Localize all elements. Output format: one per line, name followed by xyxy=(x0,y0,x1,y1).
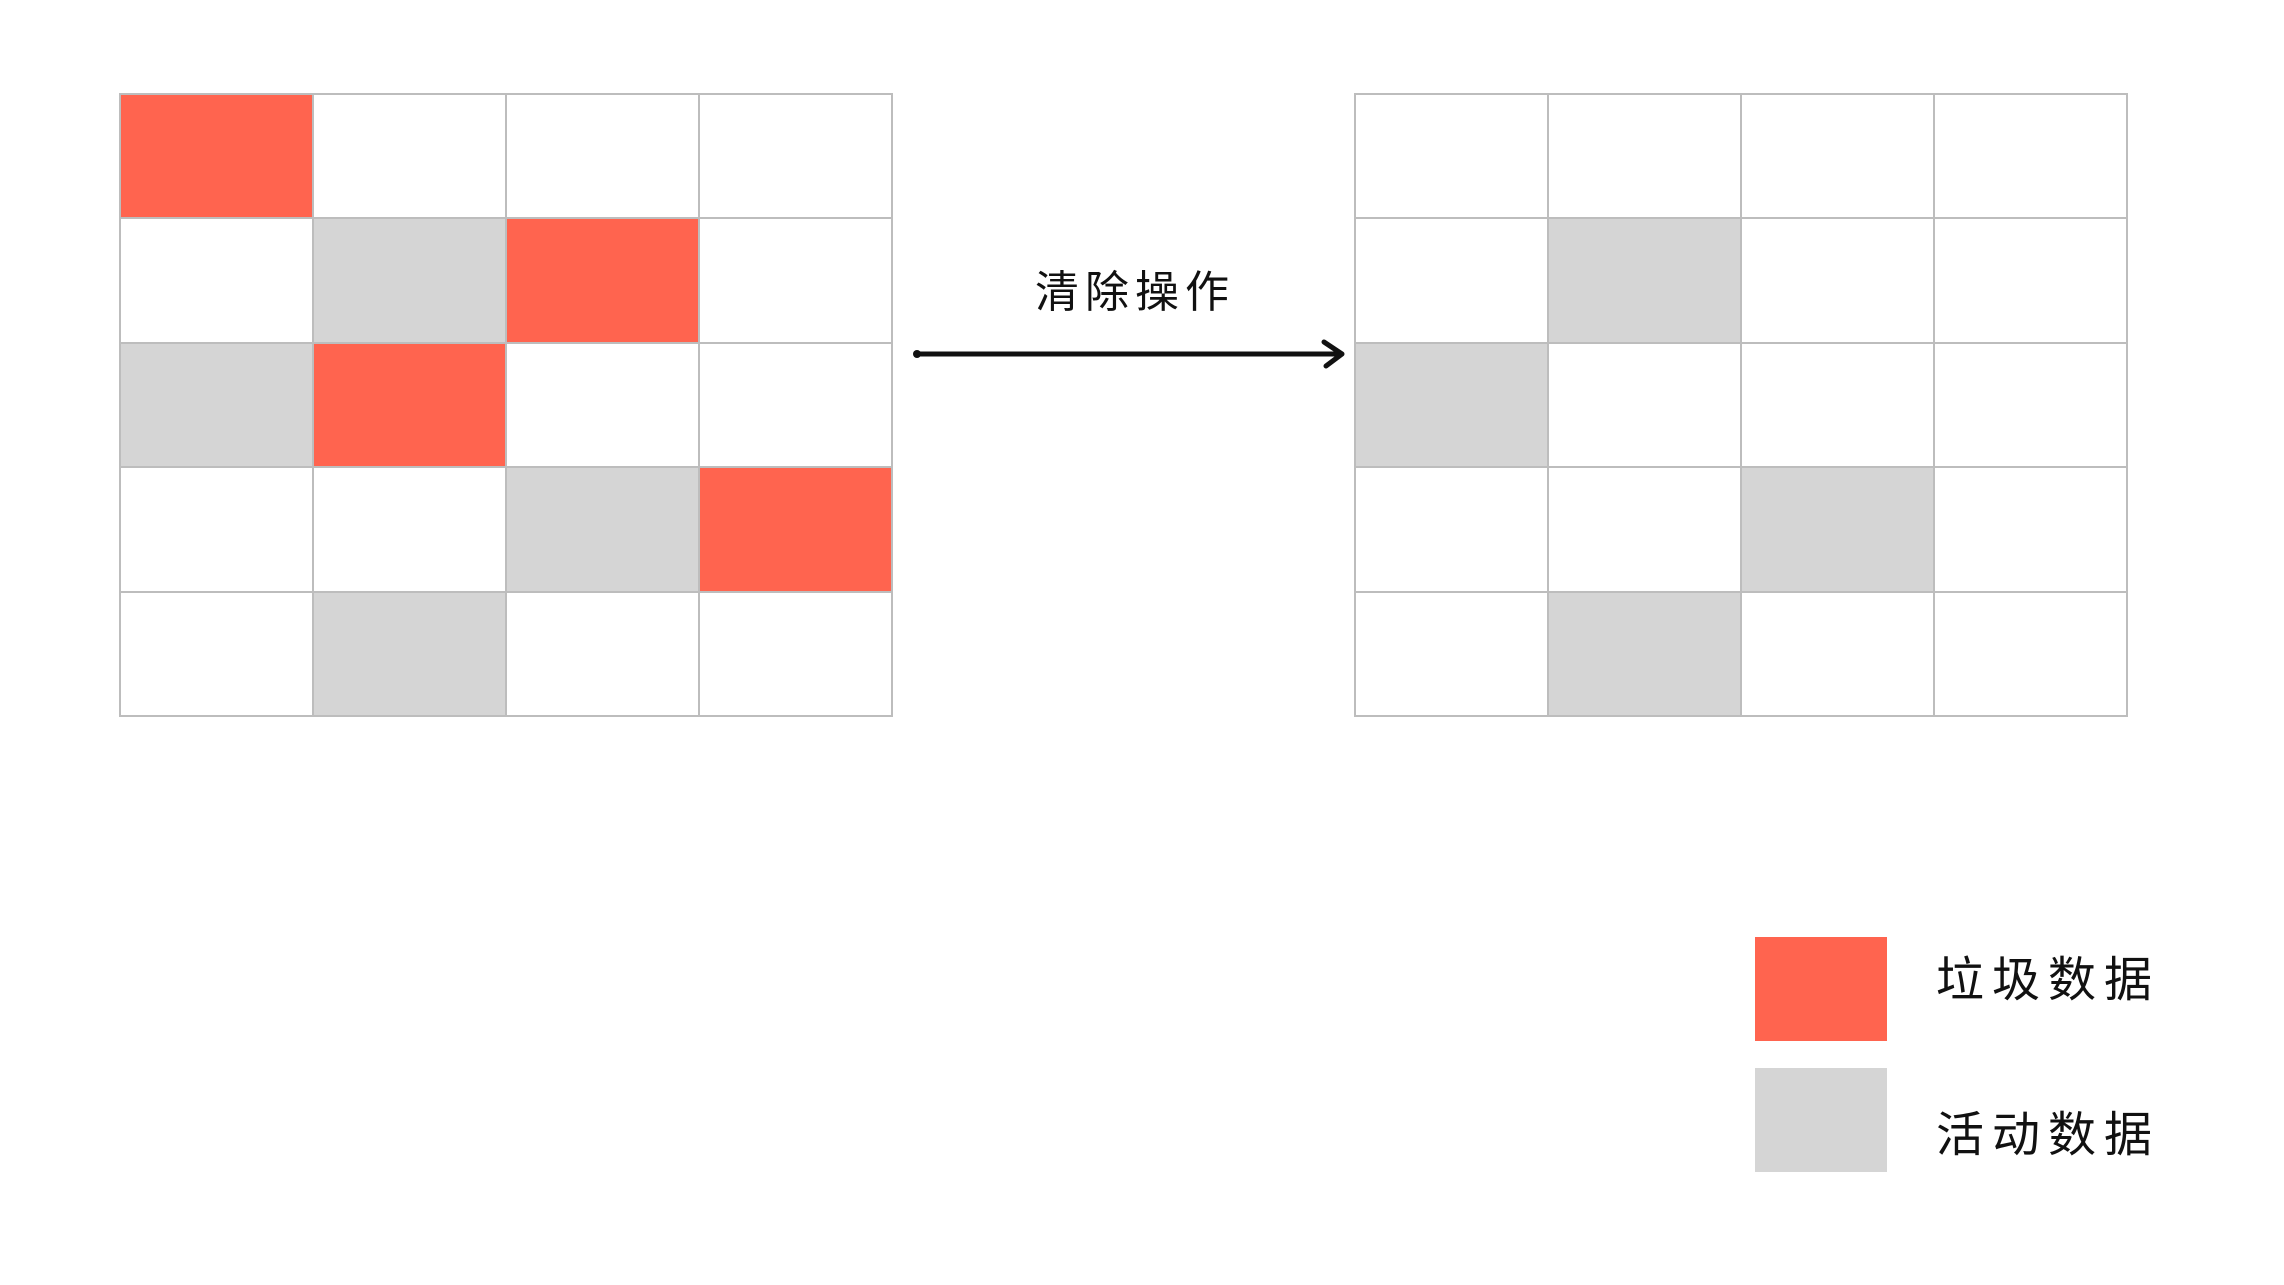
memory-cell-garbage xyxy=(121,95,314,220)
memory-cell-empty xyxy=(700,343,893,469)
memory-cell-active xyxy=(314,219,507,344)
memory-cell-empty xyxy=(507,343,700,469)
memory-cell-active xyxy=(1549,592,1742,717)
memory-cell-active xyxy=(1742,468,1935,593)
memory-cell-empty xyxy=(700,95,893,220)
memory-cell-empty xyxy=(1935,468,2128,593)
operation-label: 清除操作 xyxy=(1035,267,1235,318)
legend-active-label: 活动数据 xyxy=(1936,1107,2161,1163)
memory-cell-empty xyxy=(1742,343,1935,469)
memory-cell-empty xyxy=(700,592,893,717)
memory-cell-empty xyxy=(1742,219,1935,344)
memory-cell-empty xyxy=(121,592,314,717)
legend-garbage-label: 垃圾数据 xyxy=(1936,952,2161,1008)
memory-cell-empty xyxy=(1356,592,1549,717)
memory-cell-empty xyxy=(700,219,893,344)
memory-cell-empty xyxy=(1356,95,1549,220)
memory-cell-garbage xyxy=(507,219,700,344)
memory-cell-empty xyxy=(1935,219,2128,344)
legend-garbage-swatch xyxy=(1755,937,1887,1041)
memory-cell-empty xyxy=(121,219,314,344)
memory-cell-empty xyxy=(314,468,507,593)
memory-cell-empty xyxy=(1356,219,1549,344)
legend-active-swatch xyxy=(1755,1068,1887,1172)
memory-cell-empty xyxy=(1356,468,1549,593)
memory-cell-empty xyxy=(1935,95,2128,220)
memory-cell-empty xyxy=(1935,592,2128,717)
memory-cell-active xyxy=(1549,219,1742,344)
memory-cell-empty xyxy=(1742,95,1935,220)
memory-cell-empty xyxy=(1549,468,1742,593)
memory-cell-empty xyxy=(121,468,314,593)
memory-cell-active xyxy=(121,343,314,469)
memory-cell-garbage xyxy=(314,343,507,469)
after-memory-grid xyxy=(1354,93,2128,717)
memory-cell-empty xyxy=(507,592,700,717)
right-arrow-icon xyxy=(913,339,1345,369)
before-memory-grid xyxy=(119,93,893,717)
memory-cell-active xyxy=(1356,343,1549,469)
memory-cell-empty xyxy=(1549,95,1742,220)
memory-cell-empty xyxy=(507,95,700,220)
memory-cell-active xyxy=(507,468,700,593)
memory-cell-garbage xyxy=(700,468,893,593)
memory-cell-empty xyxy=(1935,343,2128,469)
memory-cell-empty xyxy=(314,95,507,220)
memory-cell-empty xyxy=(1549,343,1742,469)
memory-cell-empty xyxy=(1742,592,1935,717)
memory-cell-active xyxy=(314,592,507,717)
